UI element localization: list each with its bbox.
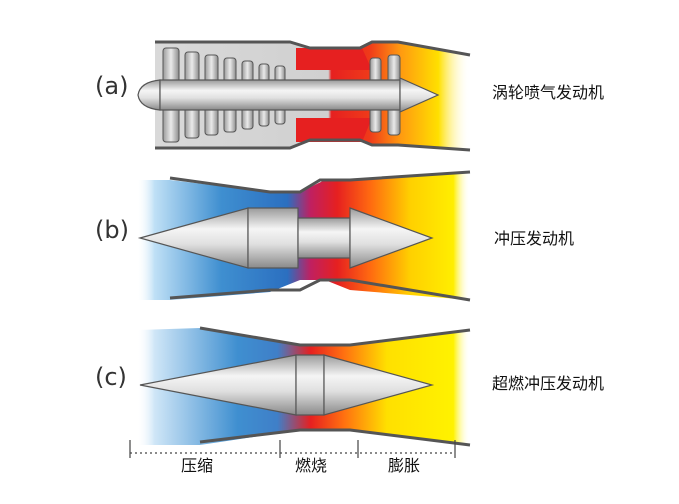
engine-a-tailcone [399,77,440,113]
zone-label-compression: 压缩 [181,456,213,475]
zone-label-combustion: 燃烧 [295,456,327,475]
engine-a-letter: (a) [95,72,128,100]
engine-a-casing [155,40,471,152]
engine-b-ramjet [137,170,471,302]
engine-a-turbojet [137,40,471,152]
engine-c-casing [199,326,471,447]
engine-b-centerbody [247,207,299,269]
engine-b-throat [297,217,351,259]
engine-a-spinner [137,79,161,111]
engine-b-name: 冲压发动机 [494,229,574,248]
engine-c-letter: (c) [95,363,127,391]
engine-c-scramjet [138,326,471,447]
engine-a-combustor-top [296,48,372,70]
engine-c-name: 超燃冲压发动机 [492,374,604,393]
engine-c-nozzle-cone [323,354,435,416]
zone-label-expansion: 膨胀 [388,456,420,475]
engine-c-combustor-body [295,354,325,416]
engine-b-nozzle-cone [349,207,434,269]
engine-a-combustor-bottom [296,118,372,142]
engine-a-shaft [159,79,401,111]
zone-dividers [129,440,456,458]
engine-b-casing [169,170,471,302]
engine-b-letter: (b) [95,216,129,244]
engine-a-name: 涡轮喷气发动机 [492,83,604,102]
